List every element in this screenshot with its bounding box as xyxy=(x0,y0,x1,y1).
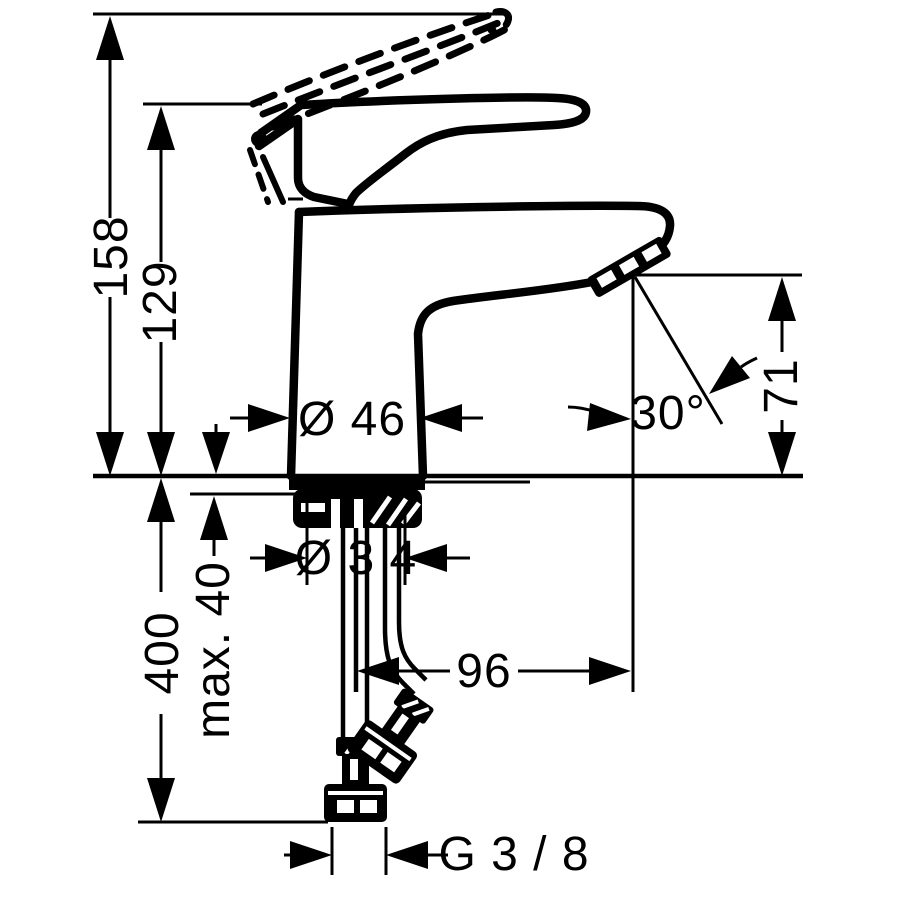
dim-71-label: 71 xyxy=(755,358,808,413)
faucet-body xyxy=(286,201,675,481)
dim-height-to-handle: 129 xyxy=(134,106,187,476)
dim-max40-label: max. 40 xyxy=(187,561,240,739)
aerator xyxy=(587,236,671,297)
handle-skirt-outline xyxy=(254,114,353,209)
angle-slanted-line xyxy=(633,276,724,425)
base-flange xyxy=(289,478,425,490)
dim-129-label: 129 xyxy=(134,260,187,343)
raised-handle-top-edge xyxy=(249,9,500,108)
body-left-edge xyxy=(286,207,304,481)
dim-height-to-raised-handle: 158 xyxy=(85,16,138,476)
raised-handle-bottom-edge xyxy=(269,25,510,131)
handle-travel-tick xyxy=(260,154,286,205)
right-hose-inner xyxy=(396,528,428,682)
raised-handle-mid-edge xyxy=(259,17,507,118)
raised-handle-tip xyxy=(487,8,512,34)
dim-d46-label: Ø 46 xyxy=(298,393,406,446)
dim-158-label: 158 xyxy=(85,215,138,298)
mounting-hardware xyxy=(289,478,434,822)
spout-underside xyxy=(413,277,597,481)
dim-d34-label: Ø 3 4 xyxy=(295,532,417,585)
handle-travel-dashed-tick xyxy=(247,147,271,205)
dim-spout-outlet-height: 71 xyxy=(755,277,808,476)
handle-raised-dashed xyxy=(249,8,512,131)
dim-shank-diameter: Ø 3 4 xyxy=(250,502,470,585)
body-top-edge xyxy=(294,201,675,256)
dim-max-deck-thickness: max. 40 xyxy=(187,424,240,739)
dim-hose-length: 400 xyxy=(136,478,189,822)
hose-connector-angled xyxy=(347,688,434,784)
dim-g38-label: G 3 / 8 xyxy=(438,828,589,881)
dim-96-label: 96 xyxy=(456,645,511,698)
dim-outlet-projection: 96 xyxy=(357,645,631,698)
handle-lever-outline xyxy=(256,93,591,210)
handle-lowered xyxy=(247,93,591,210)
dim-30deg-label: 30° xyxy=(630,387,706,440)
dim-spout-angle: 30° xyxy=(567,276,758,692)
dim-400-label: 400 xyxy=(136,611,189,694)
reference-lines xyxy=(93,12,803,824)
dim-base-diameter: Ø 46 xyxy=(230,393,483,446)
dim-hose-connection: G 3 / 8 xyxy=(284,827,589,881)
